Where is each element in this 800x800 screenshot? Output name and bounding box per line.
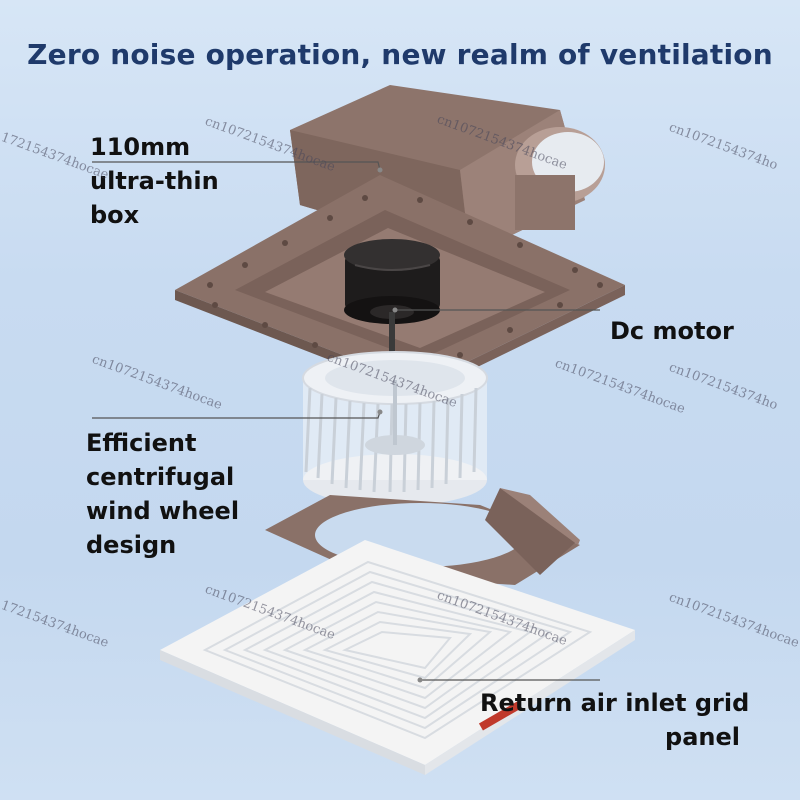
callout-text: panel [665,723,740,751]
callout-text: ultra-thin [90,167,219,195]
callout-grid-panel: Return air inlet grid panel [480,686,750,754]
centrifugal-wind-wheel [302,351,488,506]
headline: Zero noise operation, new realm of venti… [27,38,773,71]
callout-text: Efficient [86,429,197,457]
callout-text: wind wheel [86,497,240,525]
callout-dc-motor: Dc motor [610,314,734,348]
callout-wind-wheel: Efficient centrifugal wind wheel design [86,426,239,562]
callout-text: box [90,201,140,229]
leader-dots [377,167,423,683]
callout-text: centrifugal [86,463,235,491]
callout-ultra-thin-box: 110mm ultra-thin box [90,130,219,232]
dc-motor [344,239,440,362]
callout-text: 110mm [90,133,191,161]
grille-panel [160,540,635,775]
leader-lines [92,161,600,681]
callout-text: Dc motor [610,317,734,345]
callout-text: Return air inlet grid [480,689,750,717]
callout-text: design [86,531,177,559]
